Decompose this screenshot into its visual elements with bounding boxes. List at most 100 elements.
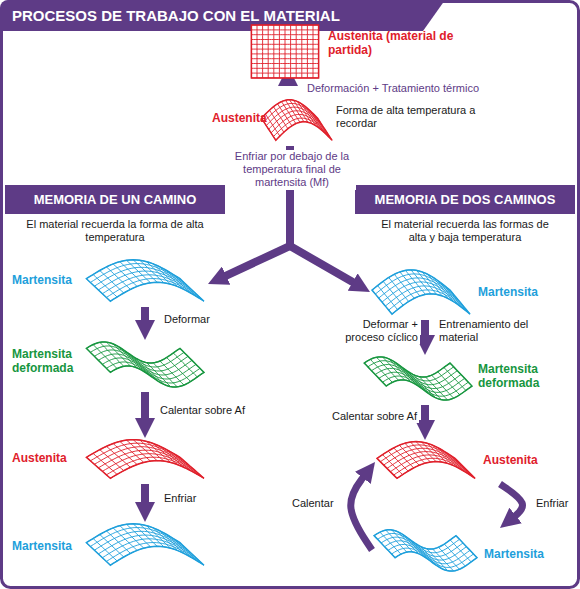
mesh-line (86, 457, 110, 478)
mesh-line (422, 442, 442, 462)
arrow-label: Deformación + Tratamiento térmico (305, 82, 481, 95)
process-arrow (500, 484, 523, 518)
mesh-line (257, 25, 258, 78)
mesh-sheet (362, 355, 474, 403)
mesh-line (93, 453, 117, 474)
state-label: Martensita (484, 548, 544, 562)
mesh-line (376, 357, 398, 380)
mesh-line (133, 524, 157, 547)
mesh-sheet (375, 440, 477, 482)
process-arrow (141, 307, 149, 324)
mesh-line (296, 25, 297, 78)
process-arrow (421, 405, 429, 424)
arrow-label: Calentar (290, 497, 336, 510)
arrow-label: Deformar (162, 313, 212, 326)
mesh-line (310, 110, 324, 132)
mesh-line (86, 348, 110, 372)
mesh-line (389, 359, 411, 382)
mesh-line (419, 377, 441, 400)
mesh-line (110, 546, 204, 565)
mesh-line (127, 524, 151, 547)
mesh-line (444, 451, 464, 471)
mesh-line (383, 455, 403, 475)
mesh-line (86, 543, 110, 566)
mesh-line (173, 353, 197, 377)
mesh-line (439, 281, 459, 305)
mesh-line (405, 270, 425, 294)
mesh-line (93, 538, 117, 561)
mesh-line (273, 107, 287, 129)
mesh-sheet (370, 268, 472, 318)
mesh-line (444, 286, 464, 310)
mesh-line (372, 290, 392, 314)
mesh-line (251, 25, 252, 78)
mesh-line (449, 455, 469, 475)
mesh-line (180, 348, 204, 372)
arrow-label: Calentar sobre Af (158, 404, 247, 417)
mesh-line (106, 267, 130, 290)
mesh-sheet (250, 24, 322, 81)
mesh-outline (86, 440, 204, 479)
mesh-line (133, 357, 157, 381)
arrow-label: Enfriar por debajo de la temperatura fin… (228, 150, 356, 190)
band-heading: MEMORIA DE UN CAMINO (5, 185, 225, 214)
mesh-line (140, 524, 164, 547)
mesh-sheet (260, 98, 334, 144)
mesh-line (411, 270, 431, 294)
state-label: Austenita (212, 112, 267, 126)
mesh-line (318, 118, 332, 140)
mesh-line (160, 361, 184, 385)
mesh-line (378, 286, 398, 310)
mesh-line (438, 372, 460, 395)
mesh-line (160, 267, 184, 290)
band-description: El material recuerda la forma de alta te… (25, 218, 205, 244)
mesh-outline (86, 342, 204, 387)
mesh-line (444, 544, 465, 566)
material-state: Austenita (12, 438, 208, 484)
mesh-line (286, 100, 300, 122)
mesh-sheet (84, 438, 206, 482)
mesh-line (432, 375, 454, 398)
mesh-line (314, 114, 328, 136)
mesh-line (120, 347, 144, 371)
mesh-line (398, 532, 419, 554)
mesh-line (265, 114, 279, 136)
band-description: El material recuerda las formas de alta … (375, 218, 555, 244)
mesh-line (417, 270, 437, 294)
mesh-line (306, 107, 320, 129)
band-heading: MEMORIA DE DOS CAMINOS (355, 185, 575, 214)
mesh-line (180, 543, 204, 566)
mesh-line (106, 531, 130, 554)
mesh-line (383, 281, 403, 305)
mesh-line (273, 25, 274, 78)
mesh-outline (251, 25, 318, 78)
mesh-line (438, 547, 459, 569)
mesh-line (100, 450, 124, 471)
section-band: MEMORIA DE DOS CAMINOS El material recuer… (355, 185, 575, 244)
mesh-line (147, 363, 171, 387)
mesh-line (389, 278, 409, 302)
mesh-sheet (372, 528, 479, 574)
mesh-line (167, 450, 191, 471)
arrow-label: Enfriar (534, 497, 570, 510)
material-state: Martensita (12, 522, 208, 571)
mesh-outline (86, 524, 204, 565)
mesh-line (133, 260, 157, 283)
mesh-line (180, 457, 204, 478)
mesh-sheet (84, 258, 206, 305)
mesh-line (450, 290, 470, 314)
mesh-line (450, 363, 472, 386)
mesh-line (374, 536, 395, 558)
mesh-line (93, 274, 117, 297)
arrow-label: Entrenamiento del material (437, 318, 533, 344)
state-label: Austenita (material de partida) (328, 30, 468, 58)
state-note: Forma de alta temperatura a recordar (336, 104, 476, 129)
mesh-line (106, 446, 130, 467)
mesh-line (407, 371, 429, 394)
mesh-line (290, 100, 304, 122)
mesh-line (140, 260, 164, 283)
mesh-line (100, 271, 124, 294)
mesh-outline (377, 442, 475, 479)
mesh-line (133, 440, 157, 461)
